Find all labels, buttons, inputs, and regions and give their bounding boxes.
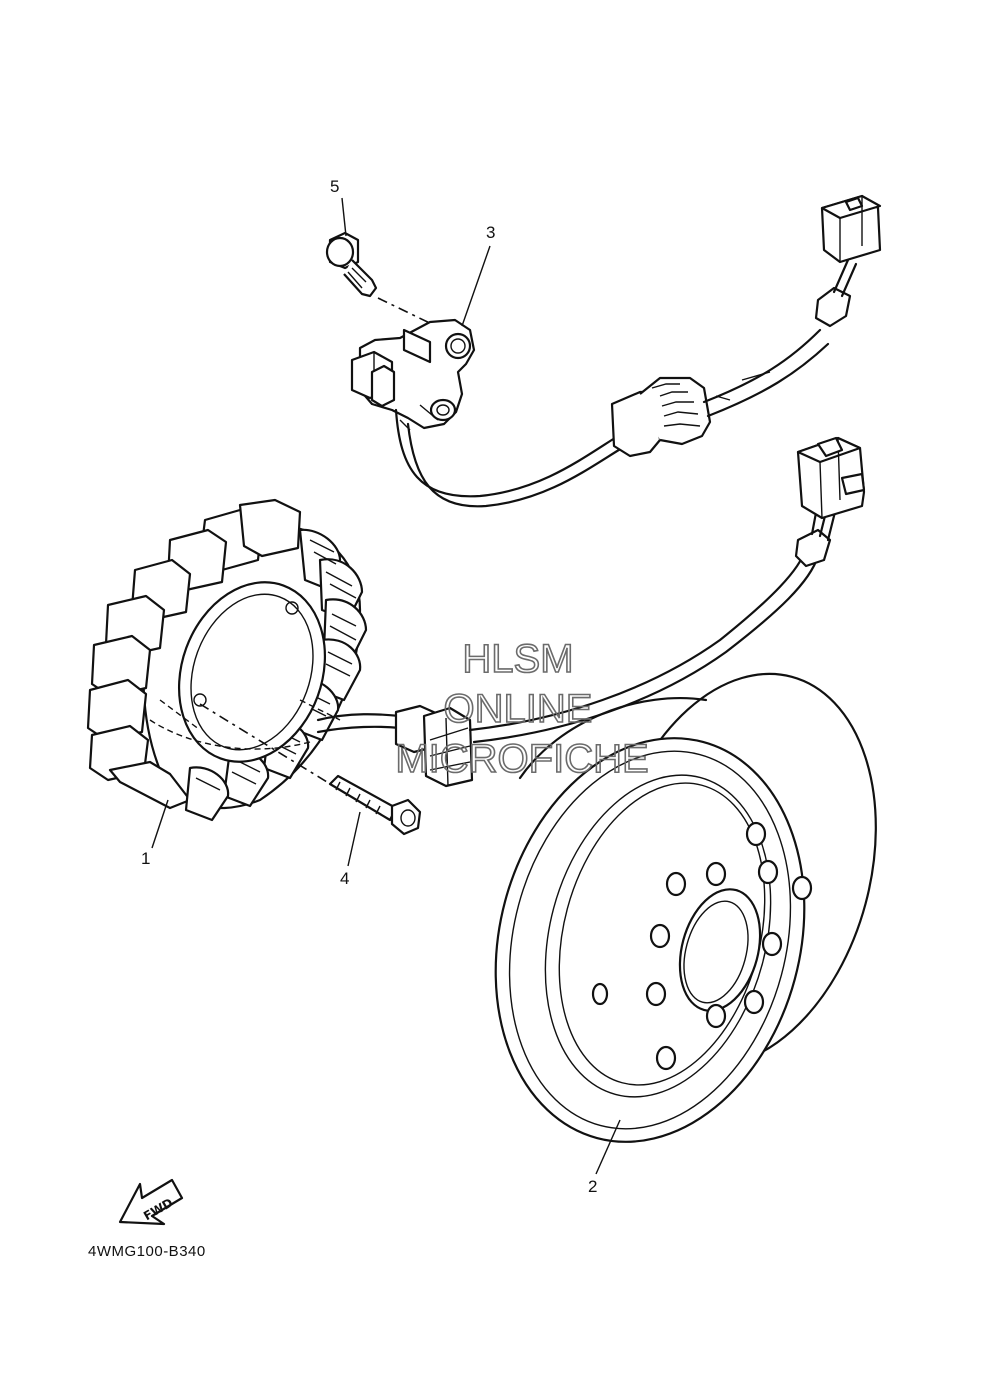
diagram-code: 4WMG100-B340 xyxy=(88,1243,206,1260)
callout-label-4: 4 xyxy=(340,869,349,888)
callout-label-5: 5 xyxy=(330,177,339,196)
leader-5 xyxy=(341,197,347,237)
leader-4 xyxy=(347,811,361,867)
part-4-bolt xyxy=(328,774,422,836)
part-2-rotor xyxy=(494,672,877,1143)
leader-3 xyxy=(461,245,491,327)
part-1-stator xyxy=(86,498,402,822)
watermark: HLSM ONLINE MICROFICHE xyxy=(395,636,650,782)
part-5-bolt xyxy=(325,231,378,298)
callout-label-3: 3 xyxy=(486,223,495,242)
pickup-coil-wire xyxy=(394,194,882,508)
watermark-line-2: ONLINE xyxy=(444,687,593,731)
callout-label-1: 1 xyxy=(141,849,150,868)
callouts: 5 3 1 4 2 xyxy=(141,177,621,1196)
part-3-pickup-coil xyxy=(350,318,476,430)
alignment-line-4 xyxy=(199,703,341,791)
stator-lead xyxy=(394,436,866,788)
watermark-line-1: HLSM xyxy=(462,637,573,681)
watermark-line-3: MICROFICHE xyxy=(395,737,648,781)
leader-1 xyxy=(151,799,169,849)
callout-label-2: 2 xyxy=(588,1177,597,1196)
leader-2 xyxy=(595,1119,621,1175)
fwd-arrow-icon: FWD xyxy=(118,1178,184,1226)
